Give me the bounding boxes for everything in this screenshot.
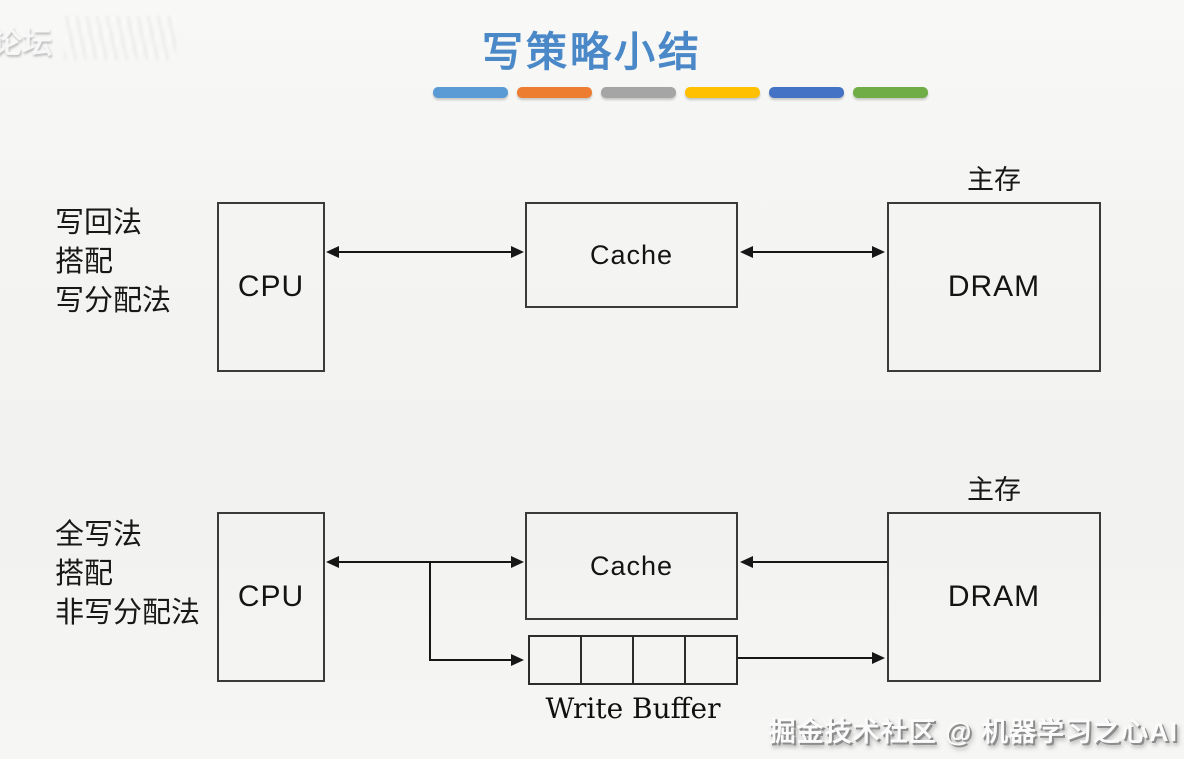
cache-box-bottom: Cache: [525, 512, 738, 620]
accent-bar: [601, 87, 676, 98]
strategy-line: 写分配法: [55, 283, 172, 317]
write-buffer-cell: [580, 635, 634, 685]
dram-box-bottom: DRAM: [887, 512, 1101, 682]
strategy-line: 非写分配法: [55, 595, 201, 629]
cache-label: Cache: [589, 239, 674, 270]
cpu-box-top: CPU: [217, 202, 325, 372]
dram-label: DRAM: [947, 580, 1041, 613]
strategy-line: 搭配: [55, 556, 114, 590]
cache-label: Cache: [589, 550, 674, 581]
write-buffer-label: Write Buffer: [545, 692, 721, 725]
write-buffer-cell: [528, 635, 582, 685]
cache-box-top: Cache: [525, 202, 738, 308]
page-title: 写策略小结: [482, 28, 702, 76]
accent-bar: [853, 87, 928, 98]
strategy-label-writethrough: 全写法 搭配 非写分配法: [55, 515, 200, 632]
accent-bar: [769, 87, 844, 98]
accent-bar: [517, 87, 592, 98]
main-memory-label-top: 主存: [967, 165, 1021, 196]
watermark-top-left: 论坛: [0, 26, 52, 61]
strategy-line: 搭配: [55, 244, 114, 278]
dram-label: DRAM: [947, 270, 1041, 303]
cpu-label: CPU: [237, 580, 305, 613]
accent-bar: [433, 87, 508, 98]
cpu-label: CPU: [237, 270, 305, 303]
blurred-logo-watermark: [64, 16, 176, 60]
write-buffer: [528, 635, 738, 685]
accent-bars: [433, 87, 928, 98]
write-buffer-cell: [684, 635, 738, 685]
accent-bar: [685, 87, 760, 98]
strategy-line: 写回法: [55, 205, 143, 239]
write-buffer-cell: [632, 635, 686, 685]
cpu-box-bottom: CPU: [217, 512, 325, 682]
dram-box-top: DRAM: [887, 202, 1101, 372]
watermark-bottom-right: 掘金技术社区 @ 机器学习之心AI: [768, 717, 1178, 747]
strategy-line: 全写法: [55, 517, 143, 551]
strategy-label-writeback: 写回法 搭配 写分配法: [55, 203, 171, 320]
main-memory-label-bottom: 主存: [967, 475, 1021, 506]
